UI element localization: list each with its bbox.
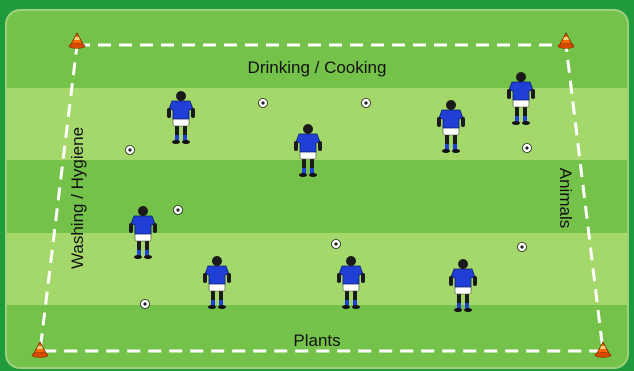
zone-label-top: Drinking / Cooking bbox=[247, 58, 387, 77]
zone-label-left: Washing / Hygiene bbox=[68, 126, 87, 270]
dashed-boundary bbox=[38, 43, 605, 353]
ball bbox=[258, 98, 268, 108]
ball bbox=[173, 205, 183, 215]
zone-label-right: Animals bbox=[556, 167, 575, 229]
ball bbox=[331, 239, 341, 249]
ball bbox=[517, 242, 527, 252]
zone-label-bottom: Plants bbox=[293, 331, 341, 350]
ball bbox=[522, 143, 532, 153]
ball bbox=[125, 145, 135, 155]
ball bbox=[140, 299, 150, 309]
ball bbox=[361, 98, 371, 108]
